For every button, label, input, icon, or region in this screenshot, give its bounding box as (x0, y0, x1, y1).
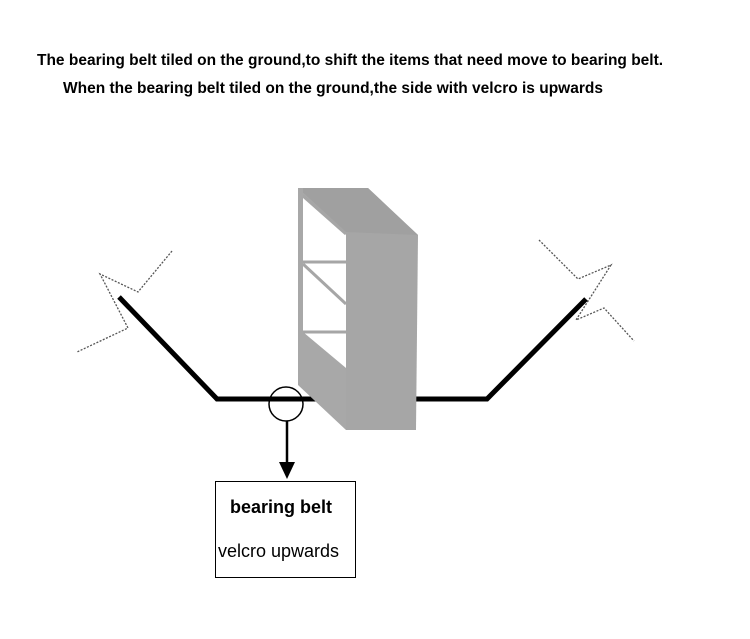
caption-line-1: The bearing belt tiled on the ground,to … (37, 52, 664, 69)
right-belt-dashed-edge (538, 239, 635, 342)
callout-circle-arrow (268, 386, 304, 479)
bearing-belt-line-right (414, 297, 588, 402)
label-box-subtitle: velcro upwards (218, 541, 340, 561)
bearing-belt-label-box: bearing belt velcro upwards (215, 481, 356, 578)
bearing-belt-line (117, 295, 320, 402)
left-belt-dashed-edge (76, 250, 173, 353)
caption-line-2: When the bearing belt tiled on the groun… (63, 80, 603, 97)
cabinet-illustration (298, 188, 418, 430)
label-box-title: bearing belt (230, 497, 333, 517)
